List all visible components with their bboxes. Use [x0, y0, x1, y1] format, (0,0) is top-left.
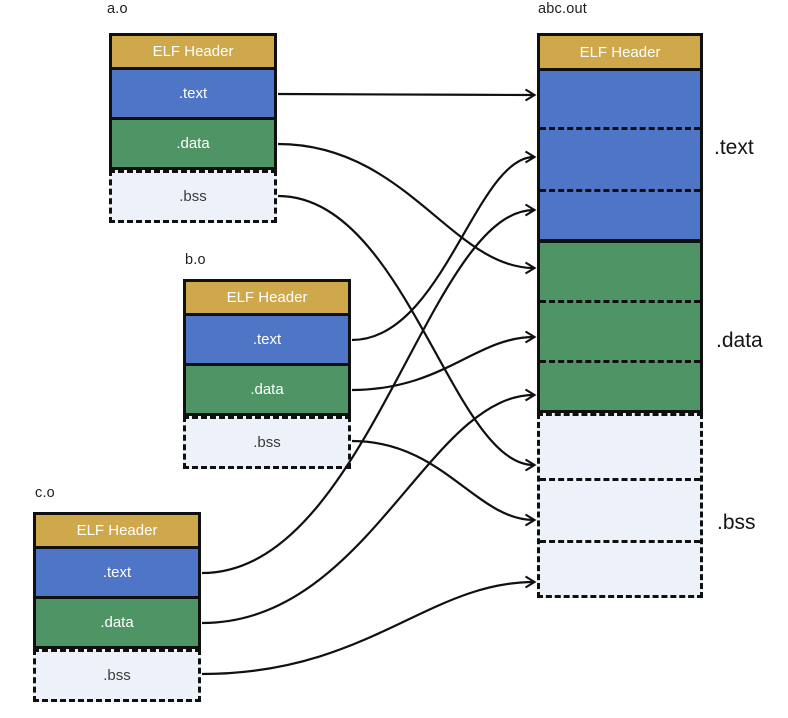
c-data-section: .data — [36, 596, 198, 646]
object-file-c-solid: ELF Header .text .data — [33, 512, 201, 649]
c-text-section: .text — [36, 546, 198, 596]
out-text-segment — [540, 68, 700, 239]
out-text-part-3 — [540, 189, 700, 239]
c-bss-section: .bss — [33, 649, 201, 702]
out-text-part-1 — [540, 71, 700, 127]
out-data-part-3 — [540, 360, 700, 410]
output-file-abc.out: ELF Header — [537, 33, 703, 598]
mapping-arrow-b-o-text-to-out-text-2 — [351, 157, 534, 342]
object-file-a: ELF Header .text .data .bss — [109, 33, 277, 223]
b-bss-section: .bss — [183, 416, 351, 469]
file-label-a.o: a.o — [107, 1, 128, 17]
mapping-arrow-c-o-bss-to-out-bss-3 — [201, 582, 534, 676]
out-data-part-2 — [540, 300, 700, 360]
mapping-arrow-b-o-bss-to-out-bss-2 — [351, 439, 534, 520]
object-file-b: ELF Header .text .data .bss — [183, 279, 351, 469]
a-data-section: .data — [112, 117, 274, 167]
out-bss-part-1 — [540, 416, 700, 478]
side-label-bss: .bss — [717, 511, 756, 534]
out-data-part-1 — [540, 243, 700, 300]
object-file-b-solid: ELF Header .text .data — [183, 279, 351, 416]
out-bss-part-2 — [540, 478, 700, 540]
b-elf-header-section: ELF Header — [186, 282, 348, 313]
mapping-arrow-b-o-data-to-out-data-2 — [351, 337, 534, 392]
file-label-abc.out: abc.out — [538, 1, 587, 17]
a-elf-header-section: ELF Header — [112, 36, 274, 67]
c-elf-header-section: ELF Header — [36, 515, 198, 546]
file-label-c.o: c.o — [35, 485, 55, 501]
output-file-solid: ELF Header — [537, 33, 703, 413]
b-text-section: .text — [186, 313, 348, 363]
a-text-section: .text — [112, 67, 274, 117]
object-file-a-solid: ELF Header .text .data — [109, 33, 277, 170]
object-file-c: ELF Header .text .data .bss — [33, 512, 201, 702]
side-label-data: .data — [716, 329, 763, 352]
side-label-text: .text — [714, 136, 754, 159]
mapping-arrow-a-o-text-to-out-text-1 — [277, 94, 534, 95]
file-label-b.o: b.o — [185, 252, 206, 268]
out-elf-header-section: ELF Header — [540, 36, 700, 68]
b-data-section: .data — [186, 363, 348, 413]
out-data-segment — [540, 239, 700, 410]
mapping-arrow-a-o-data-to-out-data-1 — [277, 142, 534, 268]
a-bss-section: .bss — [109, 170, 277, 223]
out-bss-segment — [537, 413, 703, 598]
out-bss-part-3 — [540, 540, 700, 595]
out-text-part-2 — [540, 127, 700, 189]
